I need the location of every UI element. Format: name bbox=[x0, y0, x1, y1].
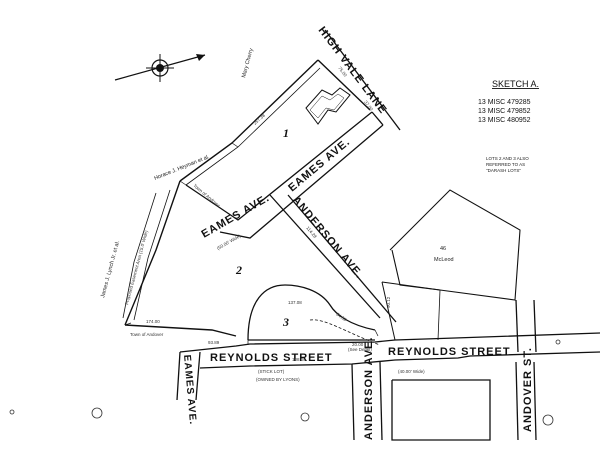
parcel-46-owner: McLeod bbox=[434, 257, 454, 263]
anderson-ave-diagonal bbox=[269, 194, 397, 323]
owner-horace-heyman: Horace J. Heyman et al. bbox=[154, 154, 211, 182]
lot-1-label: 1 bbox=[283, 126, 289, 140]
parcel-46 bbox=[381, 189, 521, 341]
eames-ave-bottom-label: EAMES AVE. bbox=[181, 354, 198, 425]
dim-upper: 257.38 bbox=[252, 112, 266, 125]
scan-marks bbox=[9, 339, 561, 426]
lot-3-outline bbox=[247, 284, 381, 346]
note-line-1: LOTS 2 AND 3 ALSO bbox=[486, 156, 529, 161]
anderson-ave-vertical bbox=[351, 281, 396, 441]
anderson-ave-vertical-label: ANDERSON AVE. bbox=[363, 337, 375, 440]
building-footprint bbox=[305, 87, 351, 125]
note-line-3: "DARASH LOTS" bbox=[486, 168, 521, 173]
high-vale-lane-label: HIGH VALE LANE bbox=[316, 25, 389, 117]
reynolds-street-lines bbox=[179, 332, 600, 369]
owner-town-upper: Town of Andover bbox=[192, 183, 221, 209]
case-number-1: 13 MISC 479285 bbox=[478, 99, 531, 106]
eames-ave-left-segment bbox=[176, 351, 201, 401]
anderson-ave-diagonal-label: ANDERSON AVE. bbox=[290, 194, 366, 281]
reynolds-street-right-label: REYNOLDS STREET bbox=[388, 346, 511, 358]
dim-high-vale: 75.00 bbox=[337, 66, 348, 78]
proposed-easement-label: Proposed Easement Area (15.0' Wide) bbox=[124, 229, 149, 305]
dim-arc: 137.08 bbox=[288, 300, 302, 305]
case-number-3: 13 MISC 480952 bbox=[478, 117, 531, 124]
dim-reynolds: 108.08 bbox=[292, 357, 306, 362]
andover-st-label: ANDOVER ST. bbox=[522, 347, 534, 432]
reynolds-width-label: (40.00' Wide) bbox=[398, 369, 425, 374]
lot-3-label: 3 bbox=[282, 315, 289, 329]
dim-curve: 20.00 bbox=[352, 342, 364, 347]
north-arrow-icon bbox=[114, 54, 206, 82]
parcel-46-number: 46 bbox=[440, 246, 446, 252]
eames-ave-strip bbox=[185, 111, 384, 239]
eames-width-label: (50.00' Wide) bbox=[216, 233, 242, 251]
case-number-2: 13 MISC 479852 bbox=[478, 108, 531, 115]
owner-town-lower: Town of Andover bbox=[130, 332, 164, 337]
dim-diag: 84.59 bbox=[335, 312, 347, 323]
see-detail-label: (See Detail) bbox=[348, 347, 372, 352]
lot-2-label: 2 bbox=[235, 263, 242, 277]
proposed-easement-strip bbox=[122, 189, 171, 321]
reynolds-street-left-label: REYNOLDS STREET bbox=[210, 352, 333, 364]
dim-side: 90.12 bbox=[386, 296, 391, 308]
parcel-boundary bbox=[124, 59, 371, 337]
andover-st-lines bbox=[515, 299, 537, 441]
owner-james-lynch: James J. Lynch Jr. et al. bbox=[100, 240, 121, 299]
dimension-ticks bbox=[124, 142, 379, 345]
high-vale-lane-lines bbox=[324, 29, 401, 131]
dim-bottom-mid: 93.89 bbox=[208, 340, 220, 345]
eames-ave-upper-label: EAMES AVE. bbox=[286, 136, 352, 194]
owner-mary-cherry: Mary Cherry bbox=[241, 48, 255, 79]
stick-lot-label: (STICK LOT) bbox=[258, 369, 285, 374]
note-line-2: REFERRED TO AS bbox=[486, 162, 525, 167]
dim-east: 37.00 bbox=[363, 100, 374, 112]
sketch-title: SKETCH A. bbox=[492, 79, 539, 89]
dim-bottom-left: 174.00 bbox=[146, 319, 160, 324]
owned-by-lyons-label: (OWNED BY LYONS) bbox=[256, 377, 300, 382]
building-block bbox=[391, 379, 491, 441]
